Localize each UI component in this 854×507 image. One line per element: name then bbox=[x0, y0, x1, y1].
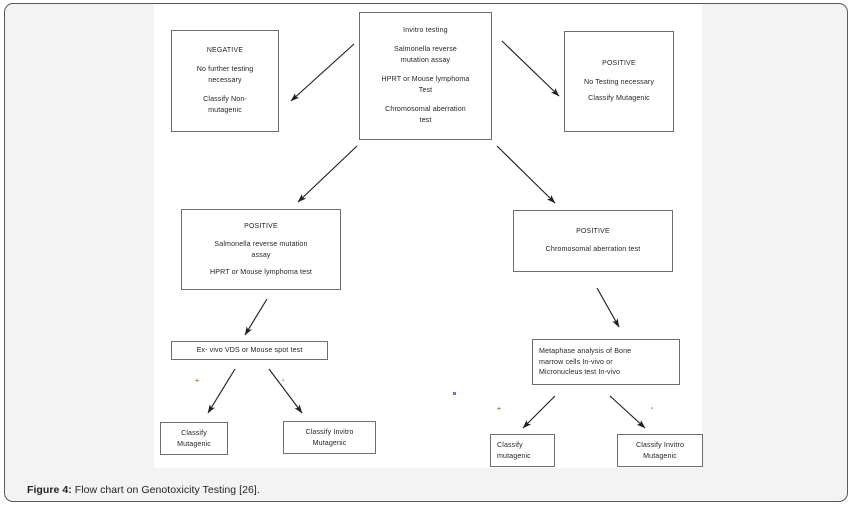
branch-label-plus-left: + bbox=[195, 378, 200, 385]
node-line: mutagenic bbox=[208, 106, 242, 115]
node-line: Invitro testing bbox=[403, 27, 448, 35]
node-line: POSITIVE bbox=[602, 60, 636, 68]
branch-label-plus-right: + bbox=[497, 406, 502, 413]
node-negative-outcome: NEGATIVE No further testing necessary Cl… bbox=[171, 30, 279, 132]
node-line: No further testing bbox=[196, 64, 254, 73]
arrow-exvivo-minus-to-classify-invitro bbox=[268, 368, 303, 414]
node-positive-salmonella-assay: POSITIVE Salmonella reverse mutation ass… bbox=[181, 209, 341, 290]
figure-caption-label: Figure 4: bbox=[27, 484, 72, 496]
node-line: Metaphase analysis of Bone bbox=[539, 346, 632, 355]
arrow-invitro-to-positive-salmonella bbox=[297, 145, 358, 203]
node-line: Classify Mutagenic bbox=[588, 94, 650, 103]
arrow-invitro-to-negative bbox=[290, 43, 355, 102]
node-line: Classify Non- bbox=[203, 94, 247, 103]
node-classify-invitro-mutagenic-left: Classify Invitro Mutagenic bbox=[283, 421, 376, 454]
node-line: Salmonella reverse mutation bbox=[214, 239, 308, 248]
node-classify-mutagenic-right: Classify mutagenic bbox=[490, 434, 555, 467]
figure-caption: Figure 4: Flow chart on Genotoxicity Tes… bbox=[27, 484, 260, 496]
node-positive-outcome: POSITIVE No Testing necessary Classify M… bbox=[564, 31, 674, 132]
arrow-salmonella-to-exvivo bbox=[244, 298, 268, 336]
node-classify-mutagenic-left: Classify Mutagenic bbox=[160, 422, 228, 455]
node-line: Micronucleus test In-vivo bbox=[539, 368, 621, 377]
node-line: POSITIVE bbox=[244, 222, 278, 230]
arrow-exvivo-plus-to-classify-mutagenic bbox=[207, 368, 236, 414]
branch-label-minus-left: - bbox=[282, 377, 285, 384]
flowchart-arrow-layer bbox=[207, 40, 646, 429]
node-line: assay bbox=[251, 251, 271, 260]
arrow-chromosomal-to-metaphase bbox=[596, 287, 620, 328]
node-line: Ex- vivo VDS or Mouse spot test bbox=[196, 345, 303, 354]
stray-artifact-dot bbox=[453, 392, 456, 395]
node-line: Mutagenic bbox=[177, 439, 211, 448]
node-line: NEGATIVE bbox=[206, 47, 244, 55]
branch-label-minus-right: - bbox=[651, 405, 654, 412]
node-line: marrow cells In-vivo or bbox=[539, 357, 613, 366]
arrow-metaphase-plus-to-classify-mutagenic bbox=[522, 395, 556, 429]
node-invitro-testing: Invitro testing Salmonella reverse mutat… bbox=[359, 12, 492, 140]
arrow-metaphase-minus-to-classify-invitro bbox=[609, 395, 646, 429]
node-line: HPRT or Mouse lymphoma test bbox=[210, 267, 312, 276]
node-metaphase-analysis: Metaphase analysis of Bone marrow cells … bbox=[532, 339, 680, 385]
node-line: POSITIVE bbox=[576, 228, 610, 236]
arrow-invitro-to-positive-top bbox=[501, 40, 560, 97]
node-line: Classify Invitro bbox=[305, 427, 354, 436]
node-exvivo-uds-mouse-spot-test: Ex- vivo VDS or Mouse spot test bbox=[171, 341, 328, 360]
arrow-invitro-to-positive-chromosomal bbox=[496, 145, 556, 204]
node-line: Chromosomal aberration bbox=[385, 104, 466, 113]
figure-panel: Invitro testing Salmonella reverse mutat… bbox=[4, 3, 848, 502]
node-line: HPRT or Mouse lymphoma bbox=[381, 74, 470, 83]
node-line: Mutagenic bbox=[643, 451, 677, 460]
node-line: necessary bbox=[208, 76, 242, 85]
node-classify-invitro-mutagenic-right: Classify Invitro Mutagenic bbox=[617, 434, 703, 467]
node-line: Mutagenic bbox=[312, 438, 347, 447]
node-line: No Testing necessary bbox=[583, 77, 655, 86]
node-line: Test bbox=[418, 86, 433, 95]
node-line: mutation assay bbox=[400, 56, 451, 65]
node-line: Classify Invitro bbox=[635, 440, 685, 449]
node-line: Classify bbox=[497, 440, 523, 449]
node-line: Chromosomal aberration test bbox=[545, 245, 641, 254]
node-line: mutagenic bbox=[497, 451, 531, 460]
node-line: test bbox=[419, 116, 432, 125]
node-positive-chromosomal-aberration: POSITIVE Chromosomal aberration test bbox=[513, 210, 673, 272]
node-line: Classify bbox=[181, 428, 207, 437]
node-line: Salmonella reverse bbox=[394, 44, 457, 53]
figure-caption-text: Flow chart on Genotoxicity Testing [26]. bbox=[74, 484, 260, 496]
